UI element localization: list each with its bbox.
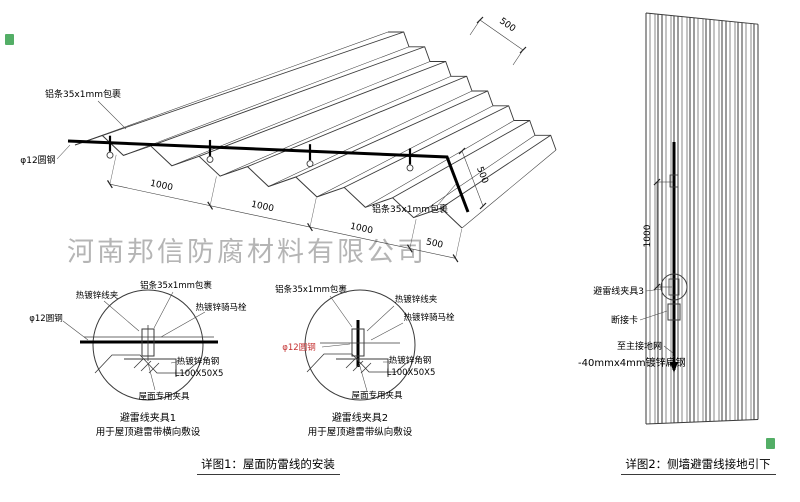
roof-label-round-steel: φ12圆钢 [20,154,55,166]
d2-label-alu: 铝条35x1mm包裹 [275,284,347,295]
hatch-line [352,360,364,372]
d1-subtitle: 用于屋顶避雷带横向敷设 [96,426,201,438]
hatch-line [133,358,144,369]
d1-label-alu: 铝条35x1mm包裹 [140,280,212,291]
leader-line [329,295,353,328]
dim-witness [512,49,524,66]
caption-detail2: 详图2：侧墙避雷线接地引下 [625,457,770,471]
scan-artifact-mark [5,34,14,45]
roof-isometric-sheet [74,31,557,229]
leader-line [153,291,174,329]
dim-tick [653,178,661,186]
d2-label-bolt: 热镀锌骑马栓 [403,312,455,323]
scan-artifact-mark [766,438,775,449]
leader-line [436,183,457,207]
d2-title: 避雷线夹具2 [332,411,388,424]
leader-line [669,355,675,362]
leader-line [663,345,674,354]
disconnect-card [667,303,681,321]
leader-line [370,322,404,341]
dim-witness [469,19,481,36]
detail-circle [304,289,416,401]
wall-label-disconnect: 断接卡 [611,314,638,326]
roof-label-alu-top: 铝条35x1mm包裹 [45,88,121,100]
d2-label-angle-spec: L100X50X5 [387,368,436,378]
leader-line [56,144,71,160]
roof-dim-500-b: 500 [497,16,517,34]
d1-label-clip: 热镀锌线夹 [76,290,119,301]
roof-dim-1000-a: 1000 [149,179,174,194]
leader-line [321,343,351,348]
d2-label-clip: 热镀锌线夹 [395,294,438,305]
dim-tick [653,283,661,291]
leader-line [97,100,127,130]
leader-line [160,311,206,338]
leader-line [358,362,368,392]
leader-line [103,300,140,332]
d1-label-angle-spec: L100X50X5 [175,369,224,379]
wall-label-clamp: 避雷线夹具3 [593,285,644,297]
dim-tick [458,147,466,155]
dimension-chain [107,154,462,263]
wall-label-to-ground: 至主接地网 [617,340,662,352]
hatch-line [345,358,356,369]
roof-dim-500-c: 500 [474,165,490,185]
wall-label-flat-steel: -40mmx4mm镀锌扁钢 [578,356,686,369]
angle-steel [124,358,177,377]
roof-dim-1000-c: 1000 [349,222,374,237]
dim-tick [479,202,487,210]
leader-line [645,288,663,292]
roof-dim-500-a: 500 [425,237,444,250]
wall-detail-view: 1000 避雷线夹具3 断接卡 至主接地网 -40mmx4mm镀锌扁钢 [578,12,759,425]
d1-title: 避雷线夹具1 [120,411,176,424]
dim-line [461,150,484,207]
hatch-line [140,360,152,372]
caption-detail1: 详图1：屋面防雷线的安装 [201,457,335,471]
wall-dim-1000: 1000 [643,224,653,247]
d1-label-angle: 热镀锌角钢 [177,356,220,367]
wall-corrugation [645,12,759,425]
lightning-wire [67,139,470,213]
hatch-line [360,362,372,374]
d1-label-roof-clamp: 屋面专用夹具 [138,391,190,402]
dim-line [479,19,524,51]
d1-label-bolt: 热镀锌骑马栓 [195,302,247,313]
leader-line [366,305,395,332]
d2-subtitle: 用于屋顶避雷带纵向敷设 [308,426,413,438]
d2-label-roof-clamp: 屋面专用夹具 [351,390,403,401]
roof-label-alu-right: 铝条35x1mm包裹 [372,203,448,215]
watermark-text: 河南邦信防腐材料有限公司 [67,237,427,268]
leader-line [639,310,668,321]
hatch-line [148,362,160,374]
d2-label-angle: 热镀锌角钢 [389,355,432,366]
wire-clamps [106,135,414,172]
detail-2-clamp-view: 铝条35x1mm包裹 热镀锌线夹 热镀锌骑马栓 φ12圆钢 热镀锌角钢 L100… [275,284,455,438]
clamp-body [351,328,365,357]
leader-line [147,362,156,391]
detail-circle [92,289,204,401]
wall-clamp-upper [669,174,679,188]
leader-line [170,360,182,364]
angle-steel [336,358,389,377]
roof-dim-1000-b: 1000 [250,200,275,215]
d2-label-round-steel: φ12圆钢 [282,342,315,353]
detail-1-clamp-view: 热镀锌线夹 铝条35x1mm包裹 热镀锌骑马栓 φ12圆钢 热镀锌角钢 L100… [29,280,247,438]
ground-arrow [670,362,678,373]
d1-label-round-steel: φ12圆钢 [29,313,62,324]
leader-line [62,320,89,341]
